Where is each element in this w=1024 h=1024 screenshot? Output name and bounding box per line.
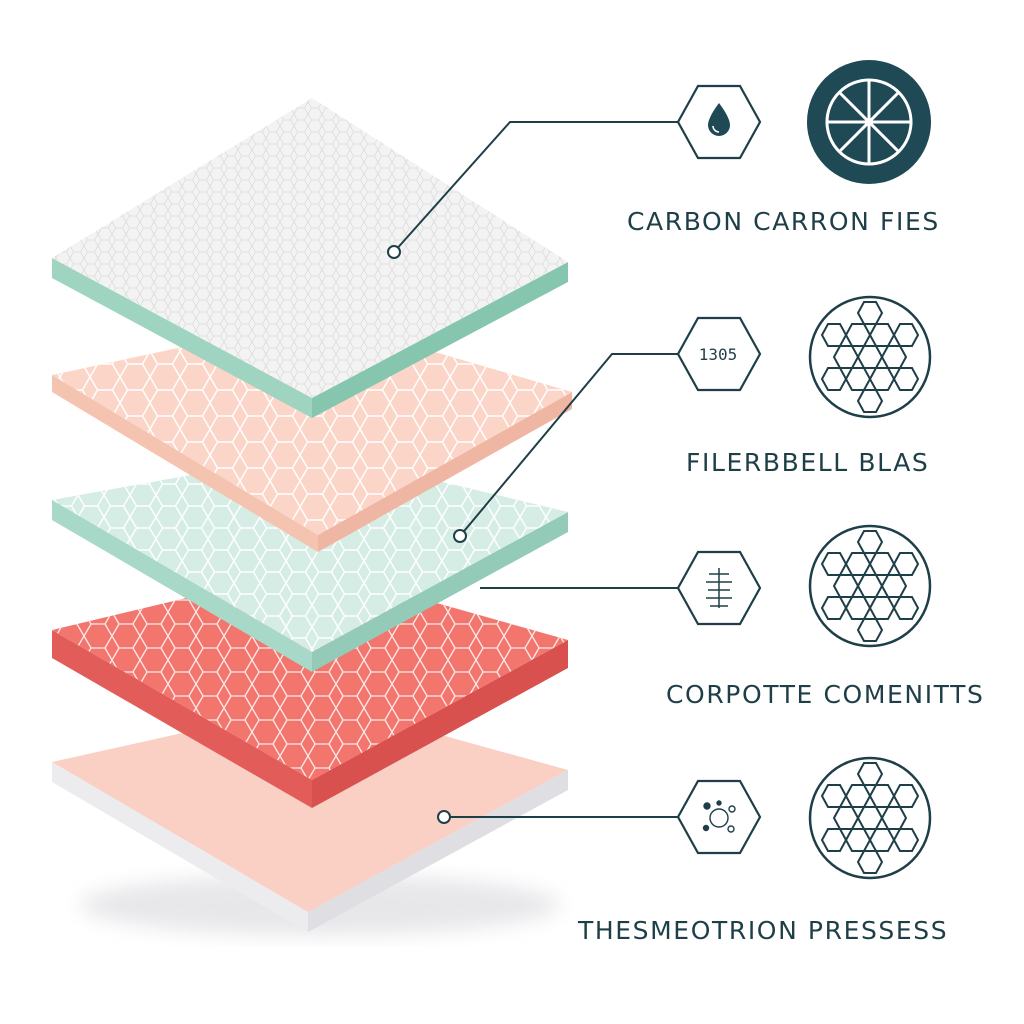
callout-label-filerbbell: FILERBBELL BLAS [686, 448, 930, 477]
honeycomb-sphere-icon [808, 295, 932, 419]
hex-badge-1 [676, 84, 762, 160]
tower-icon [706, 568, 732, 608]
callout-label-corpotte: CORPOTTE COMENITTS [666, 680, 985, 709]
honeycomb-sphere-icon [808, 524, 932, 648]
honeycomb-sphere-icon [808, 756, 932, 880]
citrus-slice-icon [807, 60, 931, 184]
coral-honeycomb-layer [52, 568, 568, 808]
callout-label-thesmeotrion: THESMEOTRION PRESSESS [578, 916, 949, 945]
hex-badge-2: 1305 [676, 316, 762, 392]
callout-dot-4 [437, 810, 451, 824]
badge-code-text: 1305 [699, 345, 738, 364]
callout-dot-1 [387, 245, 401, 259]
top-white-carbon-sheet [52, 98, 568, 418]
callout-dot-2 [453, 529, 467, 543]
base-peach-plate [52, 702, 568, 932]
hex-badge-3 [676, 550, 762, 626]
callout-line-1 [393, 121, 678, 253]
callout-lines [387, 121, 678, 824]
mint-honeycomb-layer [52, 452, 568, 672]
particles-icon [702, 800, 736, 833]
callout-line-2 [459, 353, 678, 537]
hex-badge-4 [676, 779, 762, 855]
peach-honeycomb-layer [52, 318, 572, 552]
callout-label-carbon: CARBON CARRON FIES [627, 207, 940, 236]
